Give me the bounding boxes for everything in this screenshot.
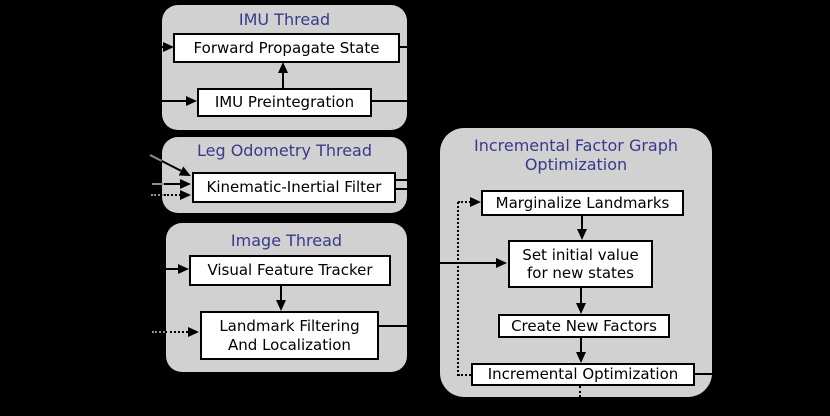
line-imu-preintegration-output — [370, 100, 407, 102]
arrowhead-into-visual-feature-tracker — [178, 264, 189, 274]
arrowhead-marginalize-to-set-initial — [577, 229, 587, 240]
factor-graph-optimization-title: Incremental Factor Graph Optimization — [473, 136, 679, 175]
dotted-line-halo-into-kinematic-filter — [151, 194, 164, 196]
dotted-line-halo-into-landmark-filtering — [152, 331, 165, 333]
arrowhead-tracker-to-landmark-filtering — [276, 300, 286, 311]
arrow-line-create-factors-to-incremental-opt — [580, 338, 582, 352]
arrow-line-preintegration-to-forward-propagate — [282, 72, 284, 88]
dotted-feedback-bottom-segment — [458, 374, 471, 376]
node-marginalize-landmarks: Marginalize Landmarks — [481, 190, 684, 216]
node-visual-feature-tracker: Visual Feature Tracker — [189, 255, 391, 286]
image-thread-title: Image Thread — [230, 231, 343, 250]
line-kinematic-filter-output-lower — [394, 188, 407, 190]
arrowhead-set-initial-to-create-factors — [576, 303, 586, 314]
line-forward-propagate-output — [398, 46, 407, 48]
node-landmark-filtering-and-localization: Landmark Filtering And Localization — [200, 311, 379, 360]
dotted-feedback-vertical-segment — [457, 202, 459, 376]
node-incremental-optimization: Incremental Optimization — [471, 363, 695, 386]
node-imu-preintegration: IMU Preintegration — [197, 88, 372, 117]
node-create-new-factors: Create New Factors — [498, 314, 670, 338]
arrowhead-dotted-into-kinematic-filter — [180, 190, 191, 200]
dotted-line-into-kinematic-filter — [164, 194, 181, 196]
arrowhead-into-imu-preintegration — [186, 96, 197, 106]
line-incremental-optimization-output — [693, 373, 712, 375]
arrowhead-into-forward-propagate — [163, 42, 174, 52]
dotted-feedback-top-segment — [458, 201, 471, 203]
dotted-line-into-landmark-filtering — [165, 331, 188, 333]
node-kinematic-inertial-filter: Kinematic-Inertial Filter — [192, 172, 396, 203]
arrowhead-dotted-into-landmark-filtering — [188, 327, 199, 337]
arrow-line-into-set-initial-value — [440, 262, 498, 264]
arrow-line-into-imu-preintegration — [161, 100, 188, 102]
arrowhead-into-kinematic-filter — [180, 179, 191, 189]
arrow-line-into-kinematic-filter — [152, 183, 182, 185]
imu-thread-title: IMU Thread — [238, 10, 331, 29]
arrow-line-set-initial-to-create-factors — [580, 288, 582, 303]
line-kinematic-filter-output-upper — [394, 179, 407, 181]
arrow-line-marginalize-to-set-initial — [581, 216, 583, 230]
node-set-initial-value-for-new-states: Set initial value for new states — [508, 240, 653, 288]
arrow-line-tracker-to-landmark-filtering — [280, 285, 282, 302]
line-landmark-filtering-output — [377, 325, 407, 327]
dotted-line-incremental-optimization-bottom — [579, 386, 581, 397]
arrow-line-into-visual-feature-tracker — [165, 268, 181, 270]
arrowhead-into-set-initial-value — [496, 258, 507, 268]
leg-odometry-thread-title: Leg Odometry Thread — [196, 141, 373, 160]
arrowhead-feedback-into-marginalize — [470, 197, 481, 207]
arrowhead-preintegration-to-forward-propagate — [278, 62, 288, 73]
node-forward-propagate-state: Forward Propagate State — [173, 33, 400, 63]
arrowhead-create-factors-to-incremental-opt — [576, 352, 586, 363]
arrow-line-into-forward-propagate — [160, 46, 165, 48]
